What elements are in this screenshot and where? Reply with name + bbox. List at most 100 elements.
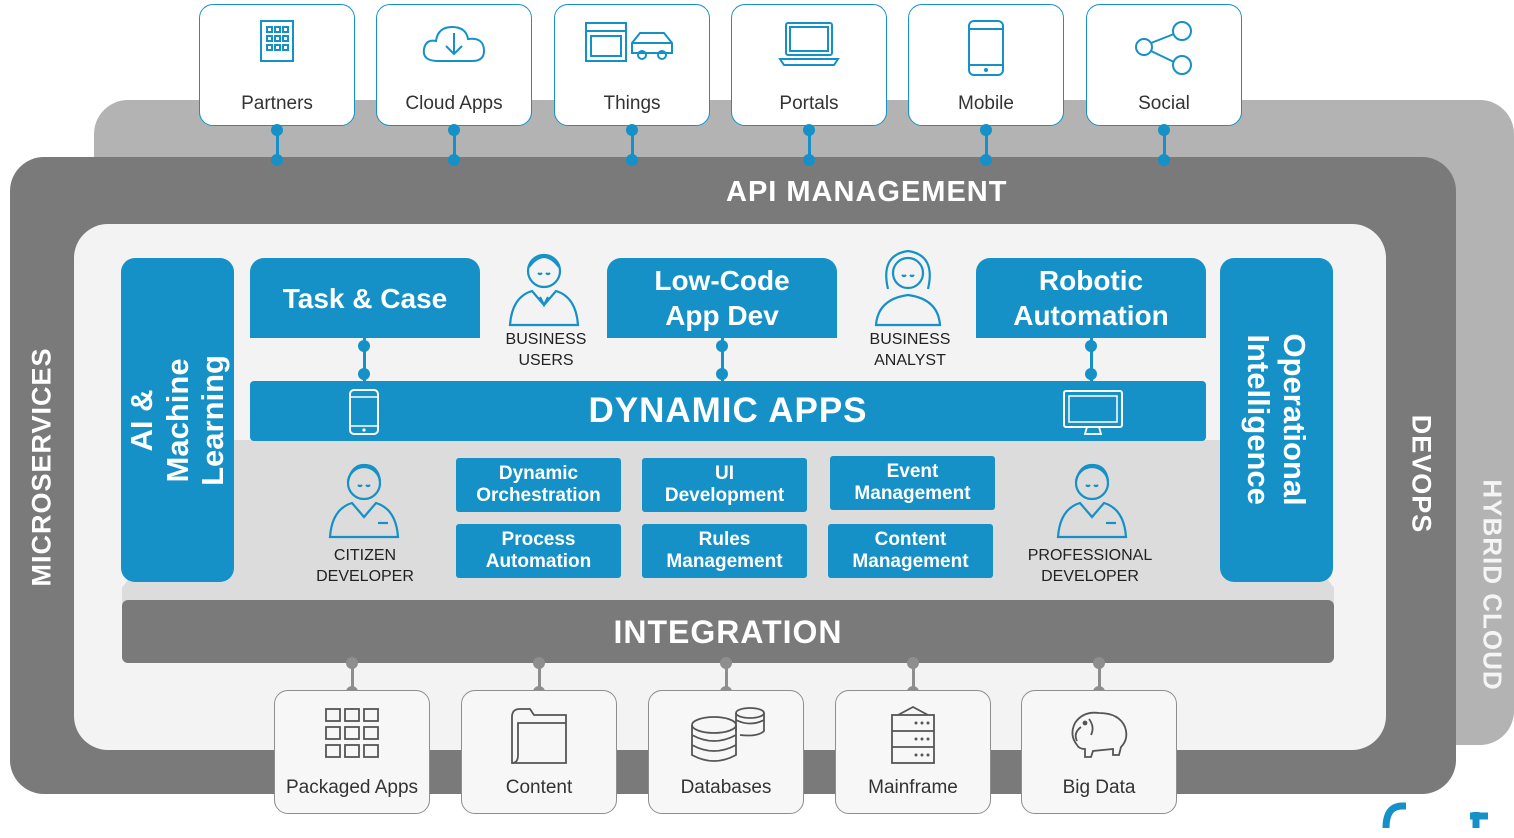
citizen-developer-line2: DEVELOPER xyxy=(316,567,414,585)
capability-line1: Process xyxy=(501,529,576,551)
source-connector-dot xyxy=(346,657,358,669)
connector-dot xyxy=(716,340,728,352)
development-zone xyxy=(122,440,1334,604)
citizen-developer-line1: CITIZEN xyxy=(333,547,397,564)
source-label: Mainframe xyxy=(868,777,958,798)
channel-label: Mobile xyxy=(958,93,1014,114)
capability-line2: Management xyxy=(852,551,969,572)
connector-dot xyxy=(1085,340,1097,352)
dynamic-apps-label: DYNAMIC APPS xyxy=(588,391,868,431)
source-connector-dot xyxy=(533,657,545,669)
low-code-label-line2: App Dev xyxy=(665,300,779,331)
channel-portals: Portals xyxy=(731,4,887,126)
channel-cloud-apps: Cloud Apps xyxy=(376,4,532,126)
api-management-label: API MANAGEMENT xyxy=(726,176,1008,208)
channel-connector-dot xyxy=(1158,154,1170,166)
connector-dot xyxy=(716,368,728,380)
operational-intelligence-label: Operational Intelligence xyxy=(1241,333,1313,507)
task-case-box: Task & Case xyxy=(250,258,480,338)
channel-connector-dot xyxy=(448,124,460,136)
channel-connector-line xyxy=(808,126,811,160)
capability-box: Event Management xyxy=(830,456,995,510)
integration-bar: INTEGRATION xyxy=(122,600,1334,663)
operational-intelligence-panel: Operational Intelligence xyxy=(1220,258,1333,582)
robotic-label-line2: Automation xyxy=(1013,300,1169,331)
business-users-label: BUSINESS USERS xyxy=(486,330,606,372)
source-connector-dot xyxy=(907,657,919,669)
channel-connector-dot xyxy=(271,124,283,136)
laptop-icon xyxy=(778,22,840,66)
ai-machine-learning-label: AI & Machine Learning xyxy=(124,354,231,486)
source-connector-line xyxy=(351,663,354,691)
channel-label: Partners xyxy=(241,93,313,114)
low-code-box: Low-Code App Dev xyxy=(607,258,837,338)
task-case-label: Task & Case xyxy=(282,282,448,314)
channel-connector-dot xyxy=(448,154,460,166)
elephant-icon xyxy=(1071,711,1128,758)
server-icon xyxy=(891,705,935,764)
cloud-download-icon xyxy=(422,25,486,62)
dynamic-apps-bar: DYNAMIC APPS xyxy=(250,381,1206,441)
channel-connector-line xyxy=(631,126,634,160)
source-label: Packaged Apps xyxy=(285,777,419,798)
channel-label: Portals xyxy=(779,93,839,114)
source-content: Content xyxy=(461,690,617,814)
capability-line2: Management xyxy=(854,483,971,504)
channel-connector-dot xyxy=(626,154,638,166)
business-users-line2: USERS xyxy=(518,351,574,369)
channel-connector-dot xyxy=(980,154,992,166)
connector-dot xyxy=(358,368,370,380)
capability-line2: Orchestration xyxy=(476,485,601,506)
oven-car-icon xyxy=(585,22,673,62)
channel-connector-dot xyxy=(271,154,283,166)
source-connector-line xyxy=(1098,663,1101,691)
capability-line1: Event xyxy=(886,461,939,483)
business-analyst-person-icon xyxy=(874,249,942,327)
brand-logo-icon xyxy=(1382,802,1488,829)
capability-line2: Automation xyxy=(485,551,592,572)
grid-apps-icon xyxy=(325,708,379,758)
channel-label: Social xyxy=(1138,93,1190,114)
capability-box: Process Automation xyxy=(456,524,621,578)
channel-connector-line xyxy=(276,126,279,160)
channel-connector-dot xyxy=(980,124,992,136)
integration-label: INTEGRATION xyxy=(613,613,843,650)
channel-label: Things xyxy=(603,93,661,114)
low-code-label-line1: Low-Code xyxy=(654,265,790,296)
citizen-developer-label: CITIZEN DEVELOPER xyxy=(302,546,428,588)
source-label: Big Data xyxy=(1062,777,1136,798)
channel-connector-line xyxy=(453,126,456,160)
source-label: Content xyxy=(505,777,573,798)
phone-icon xyxy=(349,389,379,435)
source-connector-line xyxy=(725,663,728,691)
connector-line xyxy=(1090,338,1093,382)
capability-line2: Management xyxy=(666,551,783,572)
source-connector-dot xyxy=(1093,657,1105,669)
business-user-person-icon xyxy=(508,253,580,327)
channel-things: Things xyxy=(554,4,710,126)
connector-line xyxy=(363,338,366,382)
source-connector-dot xyxy=(720,657,732,669)
citizen-developer-person-icon xyxy=(328,463,400,539)
capability-line2: Development xyxy=(664,485,785,506)
brand-logo-fragment xyxy=(1376,793,1514,838)
desktop-monitor-icon xyxy=(1063,390,1123,435)
professional-developer-label: PROFESSIONAL DEVELOPER xyxy=(1012,546,1168,588)
smartphone-icon xyxy=(968,20,1004,76)
source-connector-line xyxy=(538,663,541,691)
capability-box: Rules Management xyxy=(642,524,807,578)
professional-developer-person-icon xyxy=(1056,463,1128,539)
capability-box: UI Development xyxy=(642,458,807,512)
business-users-line1: BUSINESS xyxy=(505,331,587,348)
ai-machine-learning-panel: AI & Machine Learning xyxy=(121,258,234,582)
professional-developer-line2: DEVELOPER xyxy=(1041,567,1139,585)
business-analyst-label: BUSINESS ANALYST xyxy=(850,330,970,372)
source-mainframe: Mainframe xyxy=(835,690,991,814)
business-analyst-line1: BUSINESS xyxy=(869,331,951,348)
robotic-label-line1: Robotic xyxy=(1038,265,1144,296)
database-icon xyxy=(691,707,765,762)
channel-social: Social xyxy=(1086,4,1242,126)
business-analyst-line2: ANALYST xyxy=(874,351,946,369)
channel-mobile: Mobile xyxy=(908,4,1064,126)
folder-icon xyxy=(511,708,567,764)
